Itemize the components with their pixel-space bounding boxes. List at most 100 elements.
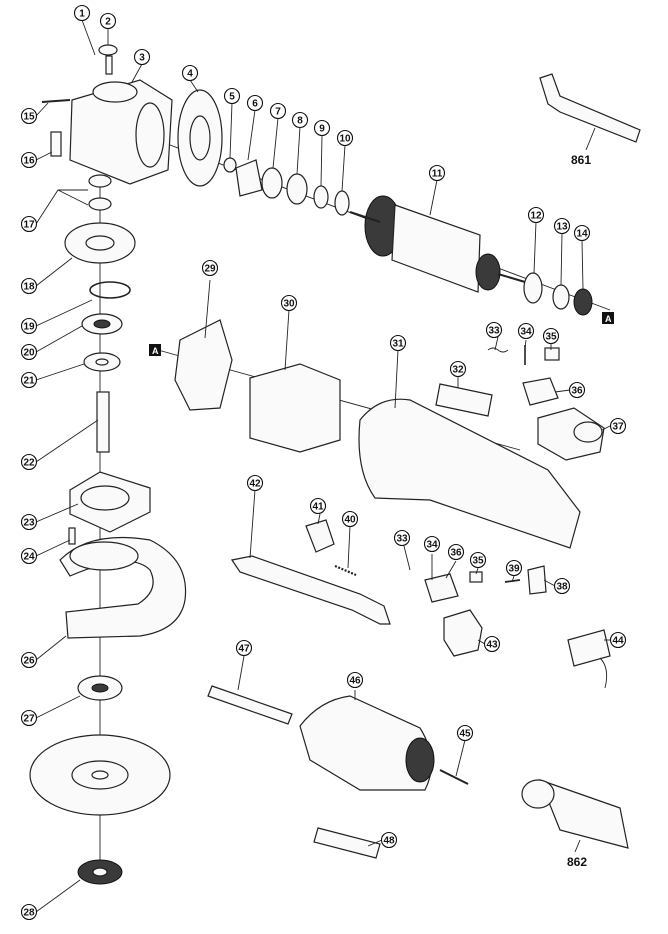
- callout-part-47: 47: [235, 639, 253, 657]
- callout-number: 38: [556, 582, 568, 593]
- callout-part-13: 13: [553, 217, 571, 235]
- callout-part-18: 18: [20, 277, 38, 295]
- callout-part-38: 38: [553, 577, 571, 595]
- callout-part-10: 10: [336, 129, 354, 147]
- callout-number: 34: [426, 540, 438, 551]
- callout-number: 41: [312, 502, 324, 513]
- callout-number: 35: [545, 332, 557, 343]
- callout-number: 33: [488, 326, 500, 337]
- callout-part-40: 40: [341, 510, 359, 528]
- callout-part-16: 16: [20, 151, 38, 169]
- callout-part-31: 31: [389, 334, 407, 352]
- callout-number: 28: [23, 908, 35, 919]
- callout-number: 44: [612, 636, 624, 647]
- callout-part-32: 32: [449, 360, 467, 378]
- callout-part-15: 15: [20, 107, 38, 125]
- callout-part-24: 24: [20, 547, 38, 565]
- callout-part-17: 17: [20, 215, 38, 233]
- callout-number: 1: [79, 9, 85, 20]
- callout-number: 15: [23, 112, 35, 123]
- callout-number: 3: [139, 53, 145, 64]
- rear-handle: [299, 695, 433, 791]
- callout-number: 45: [459, 729, 471, 740]
- callout-part-12: 12: [527, 206, 545, 224]
- callout-part-19: 19: [20, 317, 38, 335]
- callout-part-23: 23: [20, 513, 38, 531]
- wrench-861: [539, 73, 641, 143]
- callout-part-29: 29: [201, 259, 219, 277]
- leader-lines: [35, 19, 612, 913]
- callout-part-36-2: 36: [447, 543, 465, 561]
- callout-part-35-2: 35: [469, 551, 487, 569]
- callout-part-1: 1: [73, 4, 91, 22]
- callout-number: 13: [556, 222, 568, 233]
- callout-part-43: 43: [483, 635, 501, 653]
- callout-number: 8: [297, 116, 303, 127]
- svg-text:A: A: [152, 346, 159, 356]
- callout-part-8: 8: [291, 111, 309, 129]
- callout-part-9: 9: [313, 119, 331, 137]
- callout-part-2: 2: [99, 12, 117, 30]
- callout-part-37: 37: [609, 417, 627, 435]
- callout-number: 19: [23, 322, 35, 333]
- callout-part-27: 27: [20, 709, 38, 727]
- callout-number: 12: [530, 211, 542, 222]
- callout-part-42: 42: [246, 474, 264, 492]
- callout-number: 10: [339, 134, 351, 145]
- callout-number: 2: [105, 17, 111, 28]
- callout-number: 36: [450, 548, 462, 559]
- callout-number: 26: [23, 656, 35, 667]
- callout-number: 32: [452, 365, 464, 376]
- callout-part-5: 5: [223, 87, 241, 105]
- callout-number: 21: [23, 376, 35, 387]
- callout-number: 42: [249, 479, 261, 490]
- callout-part-11: 11: [428, 164, 446, 182]
- callout-number: 18: [23, 282, 35, 293]
- callout-number: 4: [187, 69, 193, 80]
- callout-number: 36: [571, 386, 583, 397]
- callout-part-21: 21: [20, 371, 38, 389]
- callout-number: 46: [349, 676, 361, 687]
- callout-number: 33: [396, 534, 408, 545]
- callout-part-20: 20: [20, 343, 38, 361]
- callout-part-7: 7: [269, 102, 287, 120]
- callout-part-26: 26: [20, 651, 38, 669]
- callout-number: 29: [204, 264, 216, 275]
- callout-number: 30: [283, 299, 295, 310]
- callout-number: 7: [275, 107, 281, 118]
- accessory-label-861: 861: [571, 153, 591, 167]
- callout-part-45: 45: [456, 724, 474, 742]
- callout-part-33-2: 33: [393, 529, 411, 547]
- callout-number: 47: [238, 644, 250, 655]
- reference-tag-left: A: [149, 344, 161, 356]
- callout-number: 14: [576, 229, 588, 240]
- callout-part-30: 30: [280, 294, 298, 312]
- callout-number: 34: [520, 327, 532, 338]
- part-callouts: 1234567891011121314151617181920212223242…: [20, 4, 627, 921]
- callout-number: 23: [23, 518, 35, 529]
- callout-number: 22: [23, 458, 35, 469]
- callout-part-41: 41: [309, 497, 327, 515]
- callout-part-44: 44: [609, 631, 627, 649]
- callout-part-14: 14: [573, 224, 591, 242]
- callout-part-22: 22: [20, 453, 38, 471]
- callout-part-39: 39: [505, 559, 523, 577]
- callout-part-36: 36: [568, 381, 586, 399]
- callout-number: 37: [612, 422, 624, 433]
- callout-number: 6: [252, 99, 258, 110]
- accessory-label-862: 862: [567, 855, 587, 869]
- callout-part-46: 46: [346, 671, 364, 689]
- callout-part-3: 3: [133, 48, 151, 66]
- callout-number: 16: [23, 156, 35, 167]
- reference-tag-right: A: [602, 312, 614, 324]
- callout-number: 27: [23, 714, 35, 725]
- callout-number: 24: [23, 552, 35, 563]
- callout-number: 31: [392, 339, 404, 350]
- callout-number: 40: [344, 515, 356, 526]
- callout-number: 20: [23, 348, 35, 359]
- callout-number: 43: [486, 640, 498, 651]
- svg-text:A: A: [605, 314, 612, 324]
- callout-number: 35: [472, 556, 484, 567]
- callout-number: 9: [319, 124, 325, 135]
